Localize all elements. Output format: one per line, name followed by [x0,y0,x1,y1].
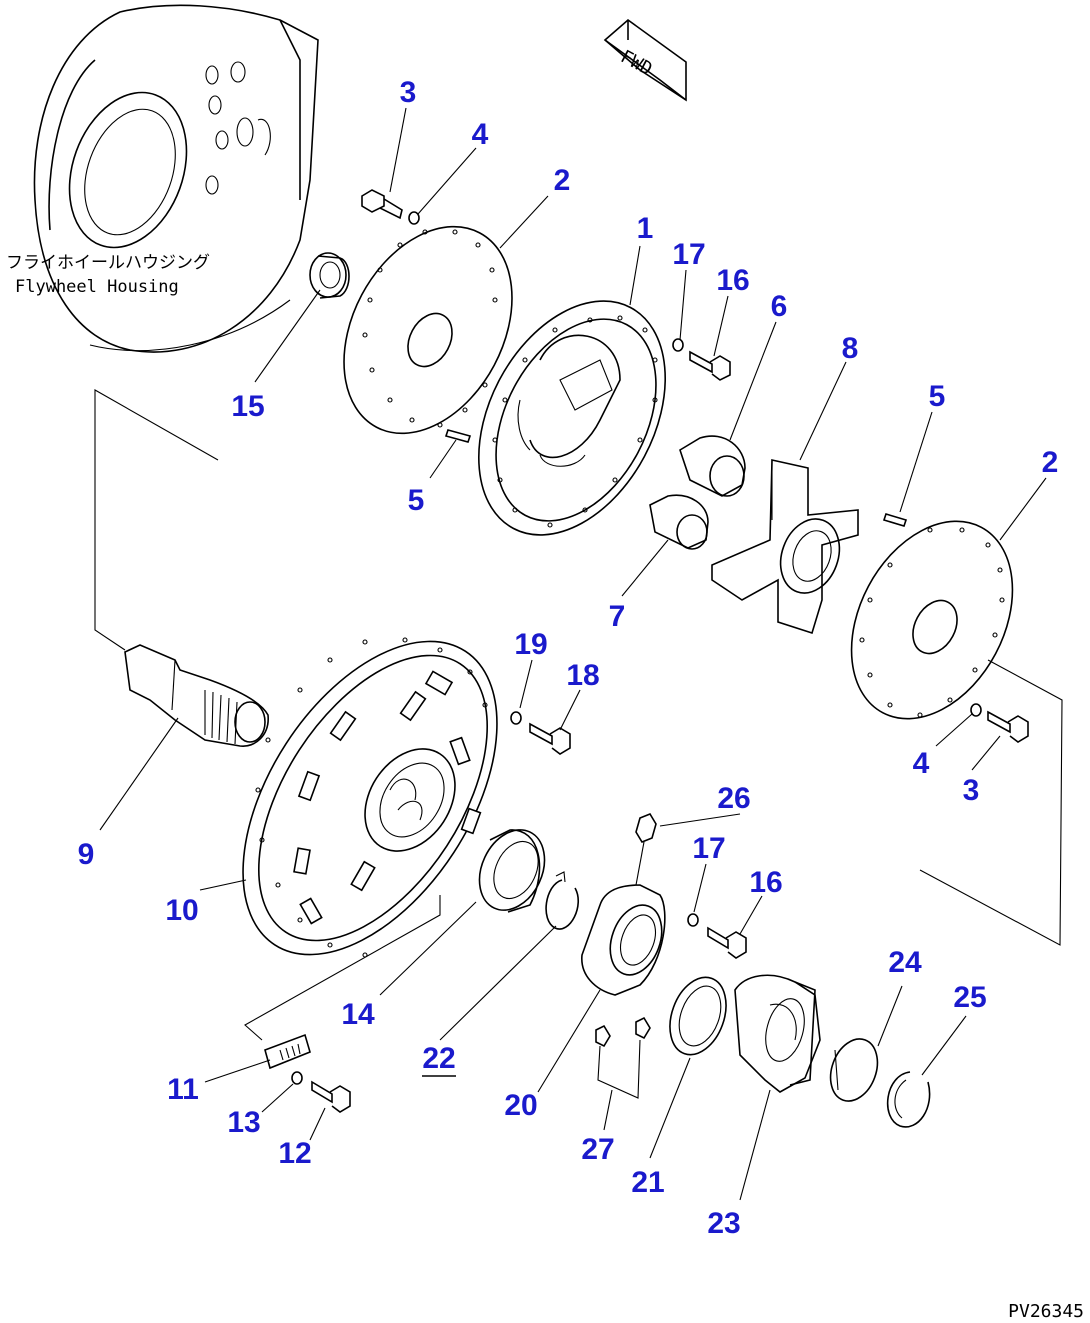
seal-ring-21 [669,976,727,1056]
washer-13 [291,1071,303,1085]
washer-17-lower [687,913,699,927]
washer-17-top [672,338,684,352]
assembly-bracket-lines [94,389,1063,1041]
callout-4-right: 4 [913,747,930,780]
grease-fitting-26 [635,813,657,886]
bearing-housing-20 [581,884,666,996]
bearing-14 [478,829,546,913]
bolt-18 [529,722,571,755]
callout-23: 23 [707,1207,740,1240]
callout-22: 22 [422,1042,455,1075]
callout-2-right: 2 [1042,446,1059,479]
callout-21: 21 [631,1166,664,1199]
snap-ring-25 [886,1071,931,1128]
leader-lines [99,107,1047,1201]
callout-19: 19 [514,628,547,661]
housing-label-en: Flywheel Housing [15,277,179,297]
housing-label-ja: フライホイールハウジング [6,253,210,273]
bearing-15 [309,252,350,299]
bolt-3-right [987,710,1029,743]
callout-15: 15 [231,390,264,423]
bolt-16-lower [707,926,747,959]
callout-25: 25 [953,981,986,1014]
callout-8: 8 [842,332,859,365]
callout-2-top: 2 [554,164,571,197]
callout-17-lower: 17 [692,832,725,865]
callout-17-top: 17 [672,238,705,271]
callout-10: 10 [165,894,198,927]
callout-5-right: 5 [929,380,946,413]
callout-16-top: 16 [716,264,749,297]
yoke-flange-23 [734,974,821,1093]
callout-3-top: 3 [400,76,417,109]
shaft-9 [124,644,269,747]
callout-6: 6 [771,290,788,323]
callout-26: 26 [717,782,750,815]
snap-ring-22 [545,871,580,930]
washer-4-top [408,211,420,225]
callout-12: 12 [278,1137,311,1170]
fwd-tag: FWD [617,46,656,80]
bolt-3-top [361,189,403,220]
forward-arrow-icon [603,18,687,102]
spider-hub-8 [711,459,859,635]
washer-4-right [970,703,982,717]
callout-4-top: 4 [472,118,489,151]
dowel-pin-5-left [444,429,472,443]
callout-16-lower: 16 [749,866,782,899]
callout-3-right: 3 [963,774,980,807]
callout-27: 27 [581,1133,614,1166]
name-plate-11 [264,1033,311,1070]
bolt-12 [311,1080,351,1113]
rubber-block-6 [679,435,746,497]
callout-11: 11 [167,1073,199,1106]
disc-10 [242,637,498,958]
grease-fittings-27 [595,1016,651,1099]
callout-1: 1 [637,212,654,245]
cap-24 [829,1038,879,1102]
callout-13: 13 [227,1106,260,1139]
drawing-code: PV26345 [1008,1301,1084,1322]
callout-14: 14 [341,998,375,1031]
callout-18: 18 [566,659,599,692]
bolt-16-top [689,350,731,381]
callout-9: 9 [78,838,95,871]
washer-19 [510,711,522,725]
plate-2-right [850,520,1014,720]
callout-20: 20 [504,1089,537,1122]
callout-5-left: 5 [408,484,425,517]
plate-2-top [343,225,513,435]
callout-24: 24 [888,946,922,979]
callout-7: 7 [609,600,626,633]
flywheel-housing [33,4,319,353]
rubber-block-7 [649,494,709,550]
dowel-pin-5-right [882,513,908,527]
callout-numbers: 3 4 2 1 17 16 6 8 5 2 15 5 7 19 18 4 3 9… [78,76,1059,1240]
coupling-1 [478,300,666,536]
